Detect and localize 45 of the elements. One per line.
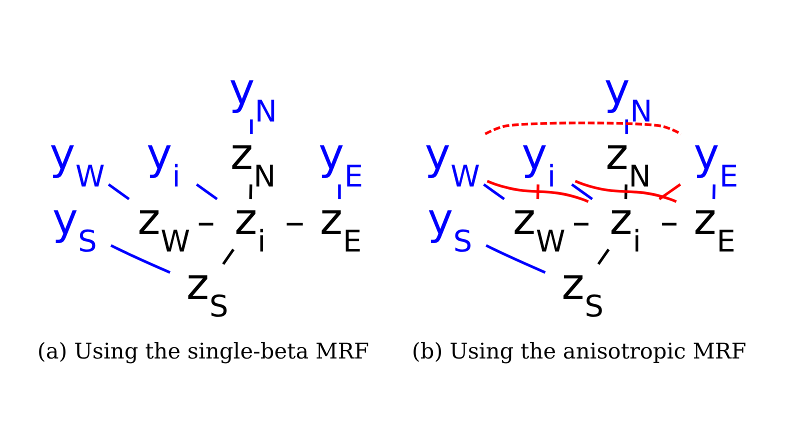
- connector: [536, 184, 540, 199]
- node-text: z$_{N}$: [606, 129, 651, 194]
- connector: [338, 184, 341, 199]
- connector: [574, 222, 588, 226]
- connector: [286, 222, 303, 226]
- node-text: z$_{i}$: [234, 194, 266, 259]
- node-text: y$_{S}$: [52, 194, 97, 259]
- node-text: y$_{W}$: [50, 129, 105, 194]
- label: (b) Using the anisotropic MRF: [412, 339, 746, 364]
- connector: [574, 179, 677, 202]
- node-text: z$_{S}$: [186, 259, 228, 324]
- node-text: y$_{N}$: [604, 64, 652, 129]
- connector: [110, 244, 171, 274]
- connector: [222, 248, 235, 264]
- connector: [108, 182, 130, 200]
- connector: [484, 121, 682, 135]
- connector: [486, 244, 546, 274]
- node-text: y$_{i}$: [522, 129, 556, 194]
- connector: [483, 182, 505, 200]
- connector: [250, 118, 253, 134]
- node-text: z$_{E}$: [320, 194, 362, 259]
- connector: [662, 222, 676, 226]
- node-text: z$_{E}$: [694, 194, 736, 259]
- node-text: z$_{S}$: [562, 259, 604, 324]
- node-text: y$_{E}$: [694, 129, 738, 194]
- connector: [624, 184, 628, 199]
- node-text: z$_{N}$: [230, 129, 276, 194]
- connector: [597, 248, 610, 264]
- node-text: y$_{i}$: [146, 129, 180, 194]
- node-text: z$_{W}$: [512, 194, 566, 259]
- node-text: z$_{i}$: [610, 194, 641, 259]
- node-text: z$_{W}$: [138, 194, 190, 259]
- connector: [712, 184, 716, 199]
- node-text: y$_{N}$: [229, 64, 278, 129]
- node-text: y$_{S}$: [428, 194, 472, 259]
- node-text: y$_{E}$: [318, 129, 364, 194]
- connector: [196, 182, 218, 200]
- connector: [625, 118, 628, 134]
- connector: [249, 184, 252, 199]
- connector: [198, 222, 214, 226]
- connector: [486, 179, 589, 202]
- label: (a) Using the single-beta MRF: [37, 339, 370, 364]
- connector: [571, 182, 594, 200]
- node-text: y$_{W}$: [424, 129, 480, 194]
- connector: [658, 182, 682, 200]
